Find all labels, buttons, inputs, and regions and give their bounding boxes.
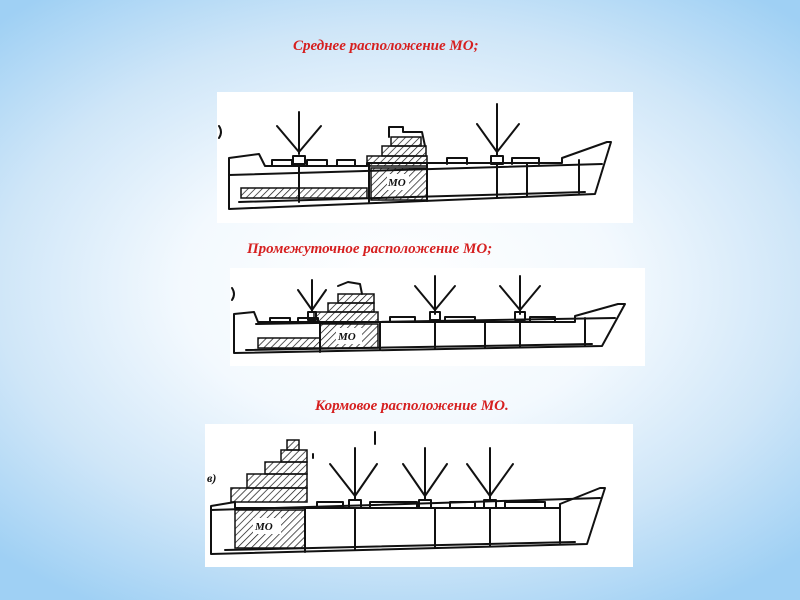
engine-room-label: МО (254, 521, 273, 533)
ship-drawing-stern: МО в) (207, 431, 606, 555)
engine-room-label: МО (337, 331, 356, 343)
caption-stern-engine-room: Кормовое расположение МО. (315, 398, 509, 414)
engine-room-label: МО (387, 177, 406, 189)
caption-intermediate-engine-room: Промежуточное расположение МО; (247, 241, 493, 257)
ship-drawing-midship: МО (218, 103, 612, 210)
caption-midship-engine-room: Среднее расположение МО; (293, 38, 479, 54)
ship-drawing-intermediate: МО (231, 275, 626, 354)
diagram-midship-engine-room: МО (217, 92, 633, 223)
diagram-stern-engine-room: МО в) (205, 424, 633, 567)
variant-letter-label: в) (207, 471, 216, 485)
diagram-intermediate-engine-room: МО (230, 268, 645, 366)
